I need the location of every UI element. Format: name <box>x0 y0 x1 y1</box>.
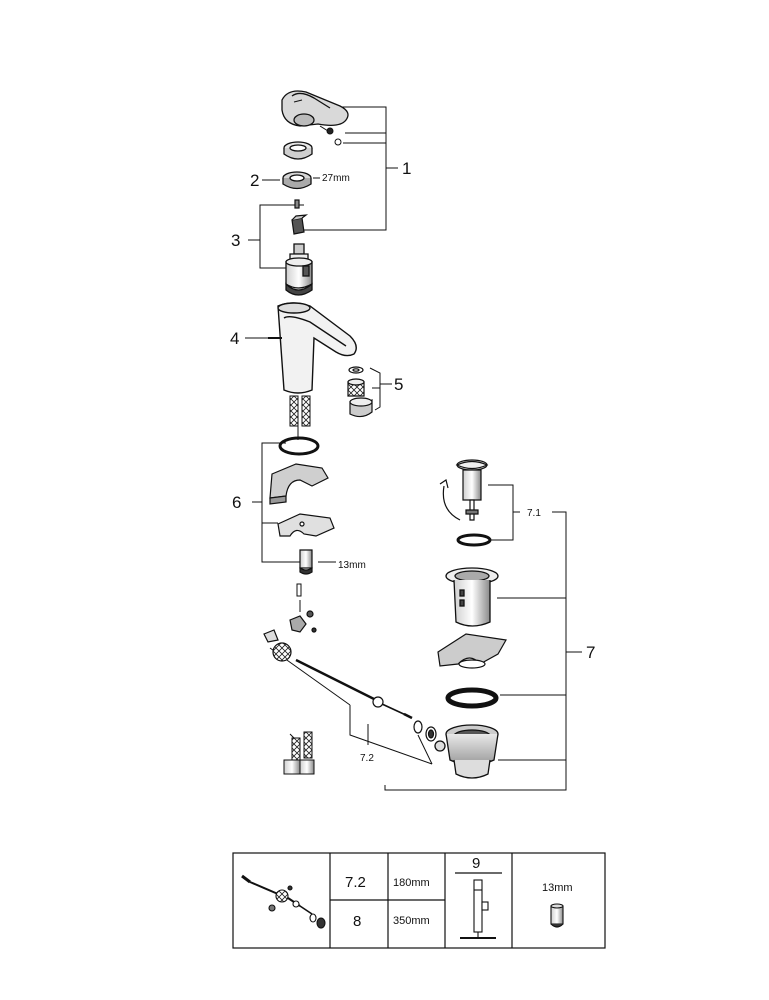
callout-6: 6 <box>232 493 241 512</box>
callout-5: 5 <box>394 375 403 394</box>
spindle-adaptor <box>291 199 309 235</box>
table-col4-size: 13mm <box>542 882 573 894</box>
rod-assembly-icon <box>241 874 326 929</box>
callout-7-1: 7.1 <box>527 508 541 519</box>
table-row1-number: 7.2 <box>345 874 366 891</box>
aerator <box>347 366 373 418</box>
waste-o-ring <box>445 687 499 709</box>
callout-2: 2 <box>250 171 259 190</box>
lift-rod <box>296 583 302 612</box>
o-ring <box>278 436 320 456</box>
callout-2-size: 27mm <box>322 173 350 184</box>
spare-parts-table <box>232 852 606 949</box>
fixing-nut-13mm <box>299 549 313 575</box>
callout-3: 3 <box>231 231 240 250</box>
table-col3-number: 9 <box>472 855 480 872</box>
lever-handle <box>281 90 349 127</box>
table-row2-length: 350mm <box>393 915 430 927</box>
popup-plug <box>439 459 489 521</box>
mounting-gasket <box>269 463 329 505</box>
tool-key-icon <box>460 879 496 939</box>
set-screw <box>319 125 342 146</box>
callout-6-size: 13mm <box>338 560 366 571</box>
callout-7: 7 <box>586 643 595 662</box>
linkage-clamp <box>263 610 317 662</box>
cartridge <box>285 243 313 296</box>
horseshoe-washer <box>277 513 335 537</box>
callout-1: 1 <box>402 159 411 178</box>
cover-cap <box>283 141 313 160</box>
table-row2-number: 8 <box>353 913 361 930</box>
leader-lines <box>245 106 582 791</box>
nut-27mm <box>282 171 312 190</box>
popup-seal <box>456 533 492 547</box>
waste-body <box>434 724 499 779</box>
waste-flange <box>445 567 499 627</box>
table-row1-length: 180mm <box>393 877 430 889</box>
flex-hoses <box>283 731 315 775</box>
pivot-rod <box>295 658 437 742</box>
callout-7-2: 7.2 <box>360 753 374 764</box>
supply-hoses <box>289 395 311 440</box>
waste-gasket <box>437 633 507 669</box>
faucet-body <box>268 302 357 394</box>
callout-4: 4 <box>230 329 239 348</box>
nut-13mm-icon <box>550 903 564 928</box>
